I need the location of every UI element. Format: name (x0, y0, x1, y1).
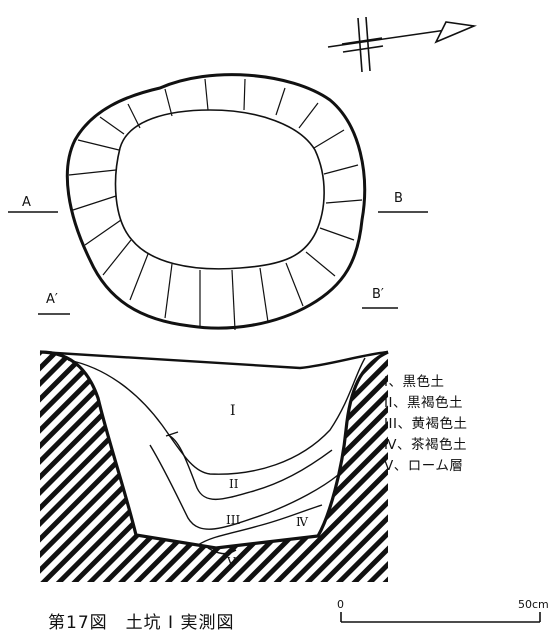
layer-label-1: I (230, 403, 236, 419)
ground-hatching (40, 352, 388, 582)
north-arrow-icon (327, 16, 477, 73)
layer-boundaries (67, 357, 366, 555)
layer-label-3: III (226, 513, 241, 527)
legend-item: Ⅴ、ローム層 (384, 458, 464, 474)
figure-caption: 第17図 土坑 I 実測図 (48, 613, 235, 633)
section-label-b-prime: B′ (372, 287, 384, 302)
pit-profile-outline (39, 350, 389, 550)
legend-item: Ⅳ、茶褐色土 (384, 437, 467, 453)
legend-item: III、黄褐色土 (384, 416, 468, 432)
layer-label-2: II (229, 477, 239, 491)
section-markers (8, 211, 428, 315)
soil-legend: I、黒色土 II、黒褐色土 III、黄褐色土 Ⅳ、茶褐色土 Ⅴ、ローム層 (384, 372, 467, 477)
section-label-a: A (22, 195, 31, 210)
layer-label-5: Ⅴ (227, 555, 236, 569)
section-label-a-prime: A′ (46, 292, 58, 307)
pit-plan-inner-bottom (114, 109, 325, 270)
legend-item: II、黒褐色土 (384, 395, 463, 411)
scale-end-label: 50cm (518, 598, 549, 611)
scale-start-label: 0 (337, 598, 344, 611)
legend-item: I、黒色土 (384, 374, 445, 390)
ground-surface (39, 350, 389, 370)
slope-hachures (68, 78, 363, 331)
section-label-b: B (394, 191, 403, 206)
scale-bar (340, 612, 541, 623)
layer-label-4: Ⅳ (296, 515, 308, 529)
